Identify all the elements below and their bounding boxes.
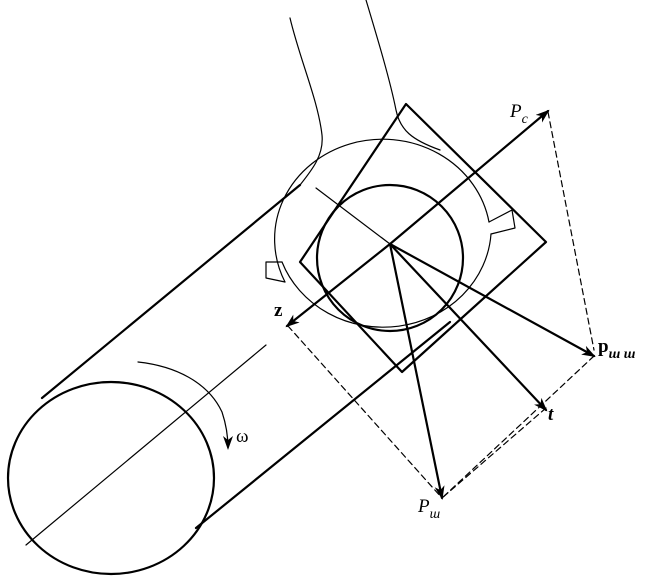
- label-pww: pш ш: [598, 336, 636, 362]
- connecting-rod: [289, 0, 441, 186]
- vector-pc: [388, 109, 550, 246]
- force-vectors: [285, 109, 596, 500]
- shaft-cylinder: [6, 183, 452, 576]
- vector-pww: [388, 242, 596, 358]
- label-t: t: [548, 404, 554, 425]
- label-z: z: [274, 300, 283, 321]
- label-omega: ω: [236, 426, 249, 447]
- bearing-ring: [265, 138, 516, 328]
- label-pc: Pc: [509, 101, 529, 127]
- rotation-arrow: [137, 361, 233, 450]
- construction-line: [315, 187, 391, 245]
- shaft-axis-line: [25, 344, 267, 546]
- shaft-end-face: [6, 380, 216, 576]
- vector-z: [285, 242, 392, 328]
- dashed-construction: [287, 111, 595, 499]
- label-pw: Pш: [417, 496, 441, 522]
- vector-pw: [388, 242, 445, 500]
- vector-t: [388, 242, 548, 412]
- journal-circle: [315, 183, 465, 333]
